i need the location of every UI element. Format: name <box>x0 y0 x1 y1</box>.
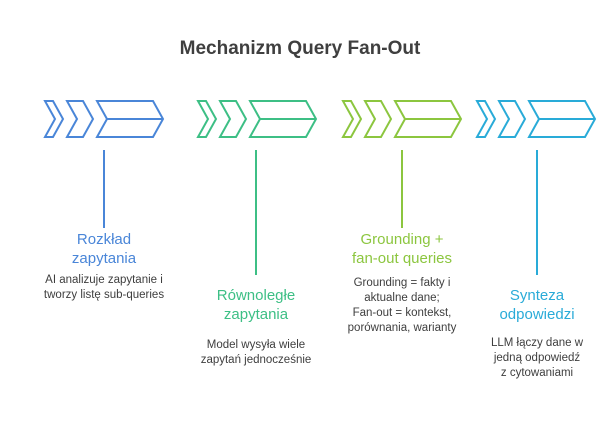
step-title-line: zapytania <box>71 250 137 267</box>
chevron-shape <box>475 100 497 138</box>
step-description-line: Grounding = fakty i <box>353 277 451 289</box>
step-3-chevrons-icon <box>341 100 463 138</box>
chevron-shape <box>363 100 393 138</box>
step-title-line: Grounding + <box>360 231 444 248</box>
step-description-line: zapytań jednocześnie <box>200 354 312 366</box>
chevron-shape <box>65 100 95 138</box>
step-2-description: Model wysyła wiele zapytań jednocześnie <box>176 338 336 368</box>
step-4-title: Synteza odpowiedzi <box>462 286 600 324</box>
step-1-title: Rozkład zapytania <box>29 230 179 268</box>
step-description-line: AI analizuje zapytanie i <box>45 274 163 286</box>
chevron-shape <box>43 100 65 138</box>
step-description-line: porównania, warianty <box>347 322 457 334</box>
step-description-line: LLM łączy dane w <box>490 337 584 349</box>
step-description-line: jedną odpowiedź <box>493 352 581 364</box>
step-3-description: Grounding = fakty i aktualne dane; Fan-out… <box>322 276 482 336</box>
step-description-line: Fan-out = kontekst, <box>352 307 452 319</box>
step-title-line: zapytania <box>223 306 289 323</box>
step-title-line: Synteza <box>509 287 565 304</box>
step-description-line: tworzy listę sub-queries <box>43 289 165 301</box>
diagram-title: Mechanizm Query Fan-Out <box>179 38 421 59</box>
step-title-line: Rozkład <box>76 231 132 248</box>
step-4-description: LLM łączy dane w jedną odpowiedź z cytowan… <box>457 336 600 381</box>
step-3-title: Grounding + fan-out queries <box>327 230 477 268</box>
step-2-title: Równoległe zapytania <box>181 286 331 324</box>
step-description-line: Model wysyła wiele <box>206 339 306 351</box>
step-description-line: z cytowaniami <box>500 367 574 379</box>
chevron-shape <box>497 100 527 138</box>
step-title-line: fan-out queries <box>351 250 453 267</box>
chevron-shape <box>341 100 363 138</box>
step-1-description: AI analizuje zapytanie i tworzy listę sub… <box>24 273 184 303</box>
step-description-line: aktualne dane; <box>364 292 440 304</box>
chevron-shape <box>218 100 248 138</box>
chevron-shape <box>196 100 218 138</box>
step-2-chevrons-icon <box>196 100 318 138</box>
step-1-chevrons-icon <box>43 100 165 138</box>
step-title-line: Równoległe <box>216 287 296 304</box>
step-4-chevrons-icon <box>475 100 597 138</box>
step-title-line: odpowiedzi <box>499 306 575 323</box>
